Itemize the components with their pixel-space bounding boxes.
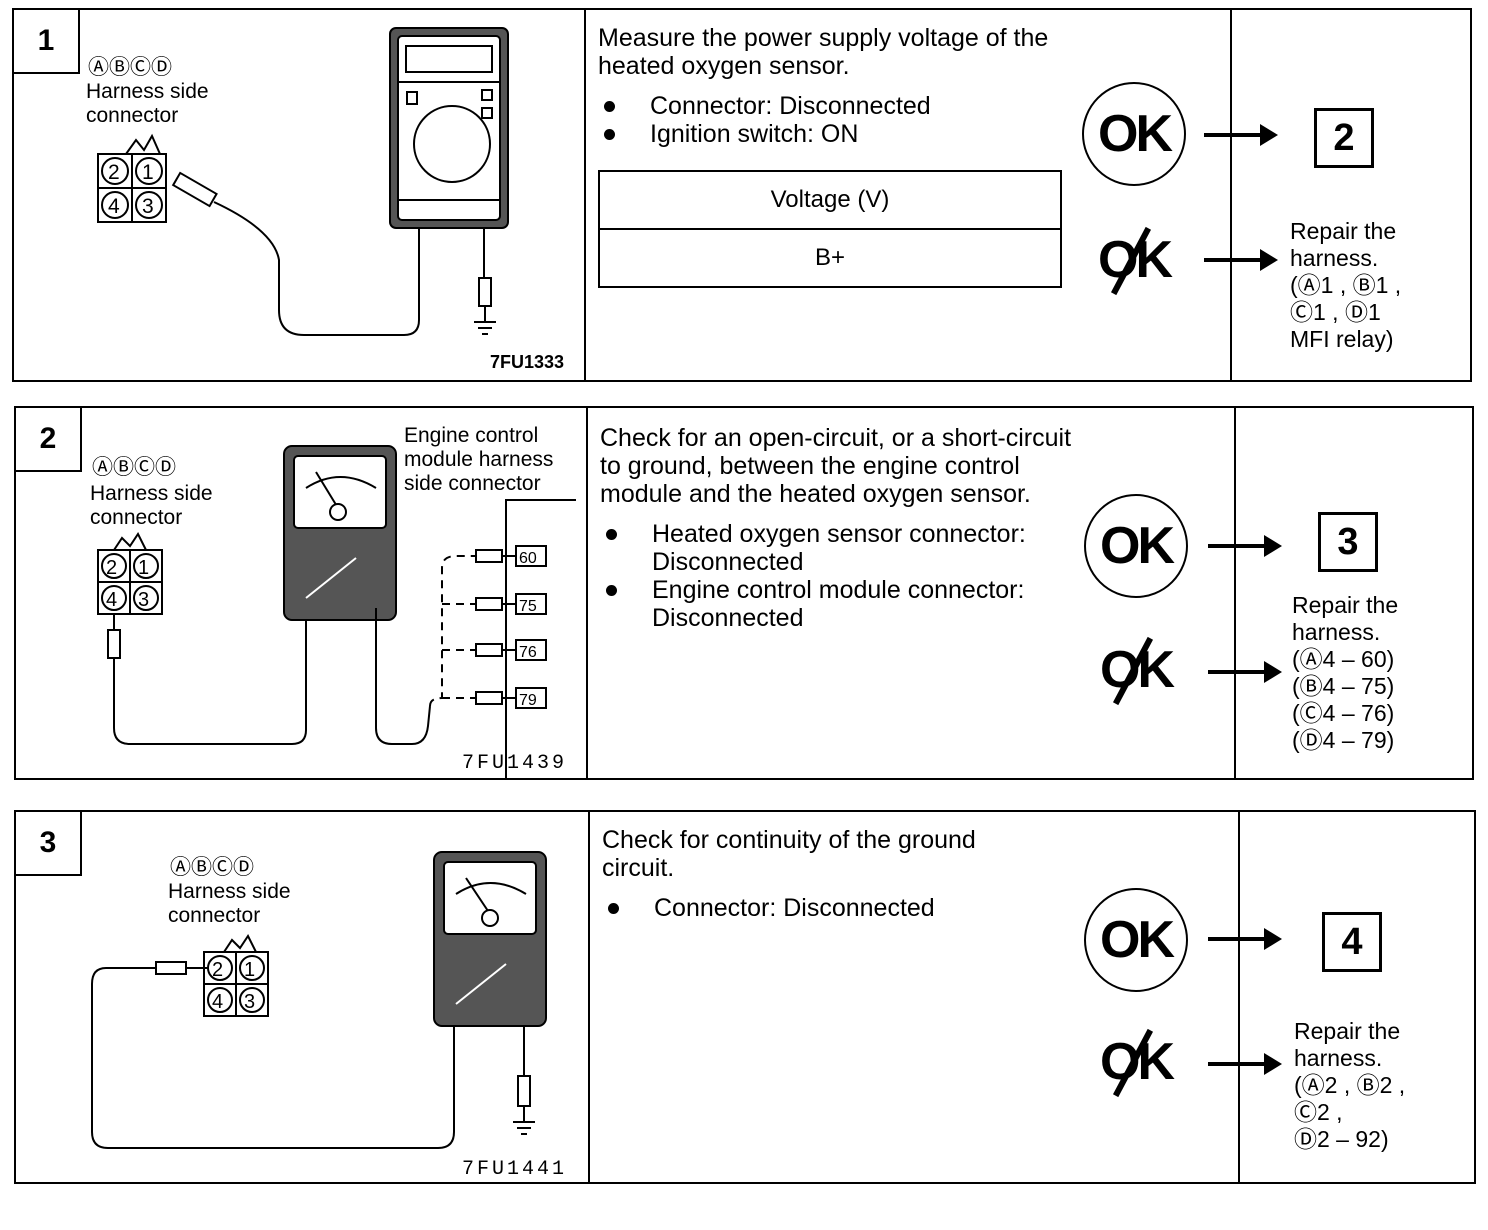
instruction-text: Check for continuity of the ground circu… [602, 826, 976, 882]
repair-text: Repair the harness. (Ⓐ2 , Ⓑ2 , Ⓒ2 , Ⓓ2 –… [1294, 1018, 1406, 1152]
connector-icon [91, 934, 455, 1149]
step-number: 2 [14, 406, 82, 472]
instruction-text: Measure the power supply voltage of the … [598, 24, 1049, 80]
step-number: 1 [12, 8, 80, 74]
multimeter-icon [389, 27, 509, 335]
bullet-item: Connector: Disconnected [598, 92, 1068, 120]
svg-text:4: 4 [106, 589, 117, 611]
svg-text:1: 1 [138, 557, 149, 579]
ng-icon: OK [1084, 1022, 1188, 1102]
ecm-label: Engine control [404, 424, 538, 447]
step-number: 3 [14, 810, 82, 876]
divider [1230, 10, 1232, 380]
svg-text:3: 3 [244, 991, 255, 1013]
arrow-right-icon [1208, 535, 1282, 557]
harness-label: Harness side [90, 482, 213, 505]
next-step-box[interactable]: 4 [1322, 912, 1382, 972]
connector-letters: ⒶⒷⒸⒹ [170, 856, 254, 879]
table-value: B+ [600, 228, 1060, 286]
arrow-right-icon [1208, 1053, 1282, 1075]
analog-meter-icon [283, 445, 431, 745]
ng-icon: OK [1084, 630, 1188, 710]
step-instructions: Check for continuity of the ground circu… [602, 826, 1042, 922]
connector-letters: ⒶⒷⒸⒹ [92, 456, 176, 479]
bullet-item: Connector: Disconnected [602, 894, 1042, 922]
bullet-item: Heated oxygen sensor connector: Disconne… [600, 520, 1078, 576]
divider [1238, 812, 1240, 1182]
connector-icon [97, 532, 307, 745]
ok-icon: OK [1084, 888, 1188, 992]
harness-label: Harness side [168, 880, 291, 903]
repair-text: Repair the harness. (Ⓐ4 – 60) (Ⓑ4 – 75) … [1292, 592, 1399, 753]
svg-text:2: 2 [108, 161, 120, 184]
next-step-box[interactable]: 2 [1314, 108, 1374, 168]
probe-icon [171, 171, 420, 336]
harness-label: connector [168, 904, 260, 927]
svg-text:3: 3 [142, 195, 154, 218]
analog-meter-icon [433, 851, 547, 1135]
ohmmeter-diagram: ⒶⒷⒸⒹ Harness side connector Engine contr… [90, 424, 576, 778]
divider [586, 408, 588, 778]
harness-label: connector [86, 104, 178, 127]
next-step-box[interactable]: 3 [1318, 512, 1378, 572]
ecm-connector-icon [429, 499, 576, 778]
ecm-label: module harness [404, 448, 553, 471]
arrow-right-icon [1204, 249, 1278, 271]
step-2-panel: 2 ⒶⒷⒸⒹ Harness side connector Engine con… [14, 406, 1474, 780]
svg-text:1: 1 [142, 161, 154, 184]
arrow-right-icon [1208, 928, 1282, 950]
svg-text:3: 3 [138, 589, 149, 611]
figure-id: 7FU1439 [462, 752, 568, 775]
ecm-label: side connector [404, 472, 541, 495]
step-instructions: Measure the power supply voltage of the … [598, 24, 1068, 148]
bullet-item: Engine control module connector: Disconn… [600, 576, 1078, 632]
svg-text:2: 2 [106, 557, 117, 579]
connector-letters: ⒶⒷⒸⒹ [88, 56, 172, 79]
ng-icon: OK [1082, 220, 1186, 300]
svg-text:2: 2 [212, 959, 223, 981]
ecm-pin: 79 [519, 692, 537, 709]
figure-id: 7FU1441 [462, 1158, 568, 1181]
harness-label: connector [90, 506, 182, 529]
connector-icon [97, 133, 167, 223]
divider [584, 10, 586, 380]
arrow-right-icon [1204, 124, 1278, 146]
svg-text:4: 4 [212, 991, 223, 1013]
ecm-pin: 76 [519, 644, 537, 661]
figure-id: 7FU1333 [490, 352, 565, 372]
harness-label: Harness side [86, 80, 209, 103]
ecm-pin: 75 [519, 598, 537, 615]
step-instructions: Check for an open-circuit, or a short-ci… [600, 424, 1078, 632]
ok-icon: OK [1084, 494, 1188, 598]
repair-text: Repair the harness. (Ⓐ1 , Ⓑ1 , Ⓒ1 , Ⓓ1 M… [1290, 218, 1402, 352]
divider [588, 812, 590, 1182]
svg-text:4: 4 [108, 195, 120, 218]
svg-text:1: 1 [244, 959, 255, 981]
arrow-right-icon [1208, 661, 1282, 683]
table-header: Voltage (V) [770, 186, 890, 213]
voltage-table: Voltage (V) B+ [598, 170, 1062, 288]
bullet-item: Ignition switch: ON [598, 120, 1068, 148]
ok-icon: OK [1082, 82, 1186, 186]
ecm-pin: 60 [519, 550, 537, 567]
instruction-text: Check for an open-circuit, or a short-ci… [600, 424, 1072, 508]
divider [1234, 408, 1236, 778]
